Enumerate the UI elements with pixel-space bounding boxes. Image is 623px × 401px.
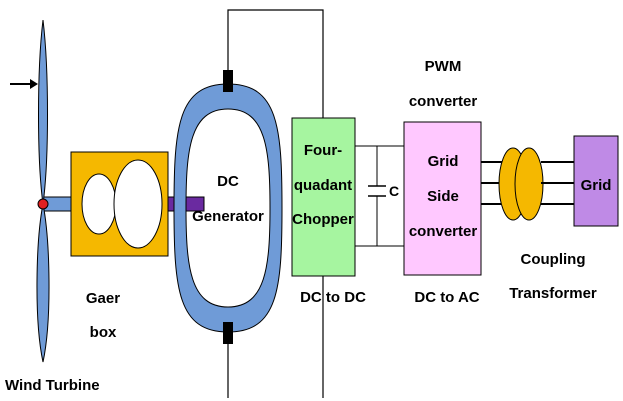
gear-small — [81, 173, 117, 235]
label-grid-side-1: Grid — [428, 153, 459, 170]
generator-lead-top — [227, 9, 324, 118]
label-pwm-1: PWM — [425, 58, 462, 75]
wind-turbine — [36, 19, 50, 363]
label-grid-side-3: converter — [409, 223, 478, 240]
coupling-transformer — [498, 147, 544, 221]
label-chopper-2: quadant — [294, 177, 352, 194]
grid-block — [573, 135, 619, 227]
generator-brush-bottom — [223, 322, 233, 344]
label-capacitor: C — [389, 183, 399, 199]
label-chopper-3: Chopper — [292, 211, 354, 228]
label-chopper-1: Four- — [304, 142, 342, 159]
label-pwm-2: converter — [409, 93, 478, 110]
gear-large — [113, 159, 163, 249]
grid-side-converter — [403, 121, 482, 276]
turbine-blade-lower — [36, 203, 50, 363]
capacitor-symbol — [368, 146, 386, 246]
label-dc-generator-2: Generator — [192, 208, 264, 225]
dc-link — [355, 145, 404, 247]
turbine-hub — [37, 198, 49, 210]
arrow-right-icon — [10, 79, 38, 89]
label-gear-box-2: box — [90, 324, 117, 341]
label-wind-turbine: Wind Turbine — [5, 377, 100, 394]
label-dc-to-ac: DC to AC — [414, 289, 479, 306]
label-grid-side-2: Side — [427, 188, 459, 205]
gear-box — [70, 151, 169, 257]
label-dc-generator-1: DC — [217, 173, 239, 190]
turbine-blade-upper — [38, 19, 48, 205]
dc-generator — [173, 70, 283, 344]
label-coupling-1: Coupling — [521, 251, 586, 268]
transformer-coil-right — [514, 147, 544, 221]
label-dc-to-dc: DC to DC — [300, 289, 366, 306]
label-grid: Grid — [581, 177, 612, 194]
label-gear-box-1: Gaer — [86, 290, 120, 307]
generator-brush-top — [223, 70, 233, 92]
three-phase-lines-right — [541, 161, 574, 205]
four-quadrant-chopper — [291, 117, 356, 277]
label-coupling-2: Transformer — [509, 285, 597, 302]
